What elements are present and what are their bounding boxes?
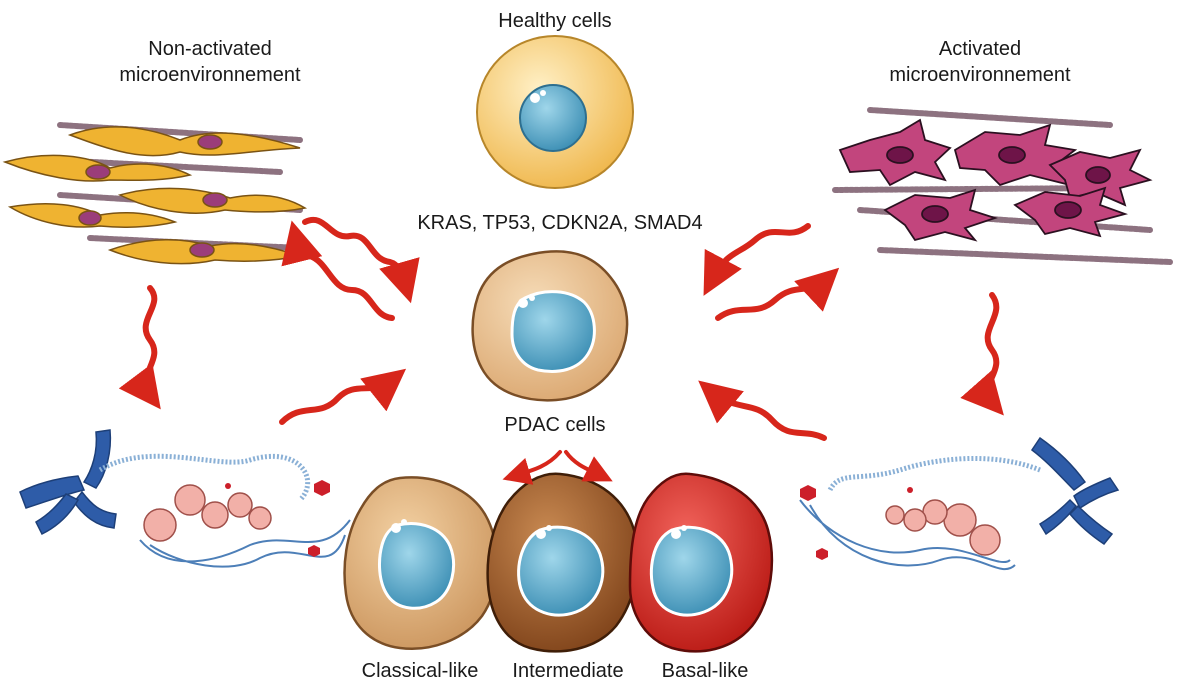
intermediate-label: Intermediate [512,660,624,682]
epigenetic-marks-left [225,480,330,557]
activated-fibroblast-icon [838,118,1153,242]
basal-cell-icon [628,472,774,653]
arrow-lower-left-to-pdac [279,368,407,425]
left-chromatin [19,429,351,568]
basal-like-label: Basal-like [661,660,749,682]
chromosome-icon [19,429,117,536]
nucleosome-icon [143,484,272,542]
arrow-stroma-to-pdac-left [302,216,420,304]
mutations-label: KRAS, TP53, CDKN2A, SMAD4 [417,212,703,234]
dna-helix-icon-right [799,499,1016,571]
arrow-lower-right-to-pdac [698,380,827,441]
non-activated-label-line1: Non-activated [148,38,272,60]
arrow-left-down [118,285,161,410]
activated-label-line1: Activated [938,38,1022,60]
arrow-pdac-to-stroma-right [715,267,840,321]
arrow-right-down [960,292,1004,416]
nucleosome-icon-right [885,499,1001,556]
pdac-cell-icon [471,250,629,402]
arrow-pdac-to-classical [502,450,562,485]
arrow-pdac-to-stroma-left [281,220,395,321]
dna-helix-icon [139,519,351,568]
classical-like-label: Classical-like [361,660,479,682]
epigenetic-marks-right [800,485,913,560]
chromatin-fiber-left [98,453,311,502]
chromatin-fiber-right [827,456,1041,492]
non-activated-fibroblasts [2,122,308,265]
chromosome-icon-right [1030,436,1120,546]
healthy-cells-label: Healthy cells [498,10,612,32]
healthy-cell-icon [476,35,634,189]
arrow-stroma-to-pdac-right [703,223,811,296]
classical-cell-icon [343,476,499,650]
activated-label-line2: microenvironnement [889,64,1071,86]
fibroblast-icon [2,126,308,265]
non-activated-label-line2: microenvironnement [119,64,301,86]
pdac-cells-label: PDAC cells [504,414,606,436]
signaling-arrows [118,216,1004,485]
right-chromatin [799,436,1120,571]
activated-fibroblasts [832,107,1173,265]
intermediate-cell-icon [486,472,639,653]
arrow-pdac-to-basal [564,450,613,482]
